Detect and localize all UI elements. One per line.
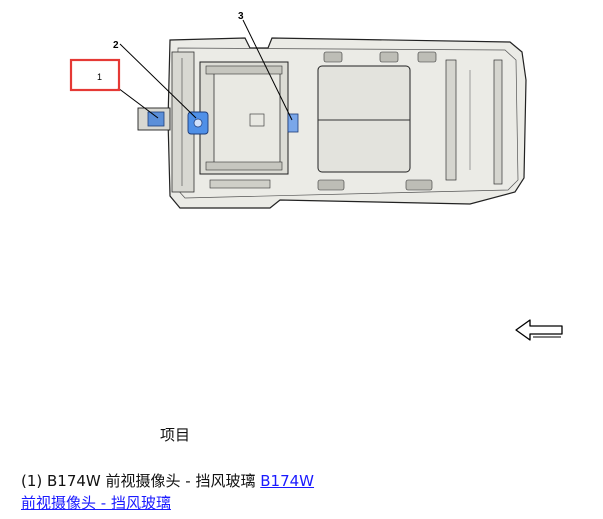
callout-2-label: 2 <box>113 40 119 51</box>
table-header-item: 项目 <box>160 426 191 444</box>
callout-1-highlight-box <box>69 58 121 92</box>
item-label: (1) B174W 前视摄像头 - 挡风玻璃 <box>21 472 261 490</box>
item-link-description[interactable]: 前视摄像头 - 挡风玻璃 <box>21 494 171 512</box>
item-link-code[interactable]: B174W <box>260 472 315 490</box>
table-row: (1) B174W 前视摄像头 - 挡风玻璃 B174W 前视摄像头 - 挡风玻… <box>21 470 581 514</box>
vehicle-front-direction-arrow-icon <box>515 319 563 341</box>
callout-3-label: 3 <box>238 11 244 22</box>
roof-component-locator-diagram: 1 2 3 <box>69 11 527 209</box>
callout-1-label: 1 <box>97 72 102 82</box>
